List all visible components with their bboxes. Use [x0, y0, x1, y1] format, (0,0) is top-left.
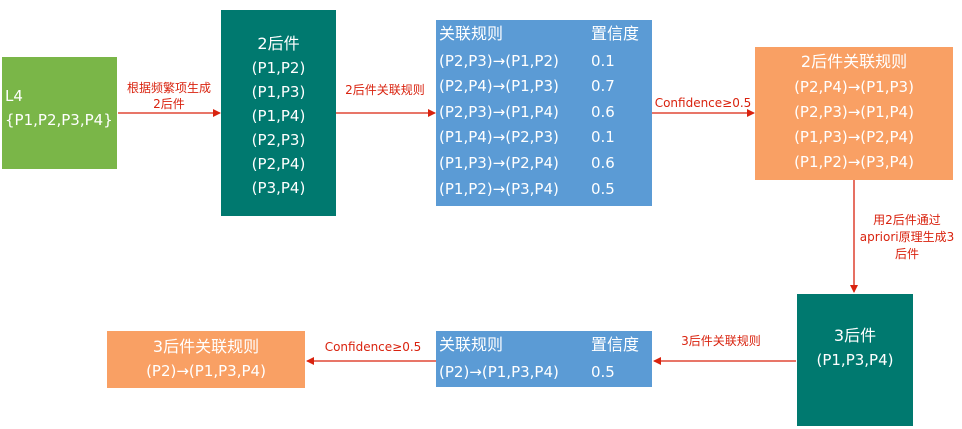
table-row: (P2)→(P1,P3,P4) 0.5 — [436, 360, 652, 384]
table-row: (P1,P3)→(P2,P4) 0.6 — [436, 151, 652, 175]
label-3-consequent-rules: 3后件关联规则 — [681, 334, 761, 348]
rule-cell: (P2,P4)→(P1,P3) — [439, 77, 559, 95]
itemset: (P1,P2) — [251, 59, 306, 77]
rules-3-title: 3后件关联规则 — [152, 337, 260, 356]
confidence-cell: 0.5 — [591, 180, 615, 198]
table-header: 关联规则 置信度 — [436, 333, 652, 357]
rule-cell: (P1,P4)→(P2,P3) — [439, 128, 559, 146]
rule-cell: (P1,P3)→(P2,P4) — [439, 154, 559, 172]
three-consequents-box: 3后件 (P1,P3,P4) — [797, 294, 913, 426]
two-consequents-title: 2后件 — [257, 34, 300, 53]
itemset: (P1,P3,P4) — [816, 351, 894, 369]
rule-item: (P1,P2)→(P3,P4) — [794, 153, 914, 171]
itemset: (P2,P4) — [251, 155, 306, 173]
itemset: (P2,P3) — [251, 131, 306, 149]
confidence-cell: 0.6 — [591, 103, 615, 121]
table-row: (P1,P4)→(P2,P3) 0.1 — [436, 125, 652, 149]
rule-item: (P2,P3)→(P1,P4) — [794, 103, 914, 121]
rules-3-box: 3后件关联规则 (P2)→(P1,P3,P4) — [107, 331, 305, 388]
label-2-consequent-rules: 2后件关联规则 — [345, 83, 425, 97]
rule-cell: (P2,P3)→(P1,P4) — [439, 103, 559, 121]
header-confidence: 置信度 — [591, 24, 640, 43]
table-row: (P2,P4)→(P1,P3) 0.7 — [436, 74, 652, 98]
rule-item: (P1,P3)→(P2,P4) — [794, 128, 914, 146]
header-rule: 关联规则 — [439, 24, 504, 43]
confidence-cell: 0.1 — [591, 52, 615, 70]
table-row: (P2,P3)→(P1,P2) 0.1 — [436, 49, 652, 73]
l4-box: L4 {P1,P2,P3,P4} — [2, 57, 117, 169]
confidence-cell: 0.5 — [591, 363, 615, 381]
label-apriori-generate: 用2后件通过 apriori原理生成3 后件 — [859, 213, 955, 261]
confidence-cell: 0.6 — [591, 154, 615, 172]
two-consequents-box: 2后件 (P1,P2) (P1,P3) (P1,P4) (P2,P3) (P2,… — [221, 10, 336, 216]
label-confidence-filter-1: Confidence≥0.5 — [654, 96, 752, 110]
itemset: (P1,P4) — [251, 107, 306, 125]
rule-item: (P2)→(P1,P3,P4) — [146, 362, 266, 380]
three-consequents-title: 3后件 — [833, 326, 877, 345]
rules-2-box: 2后件关联规则 (P2,P4)→(P1,P3) (P2,P3)→(P1,P4) … — [755, 47, 953, 180]
itemset: (P1,P3) — [251, 83, 306, 101]
confidence-cell: 0.7 — [591, 77, 615, 95]
rule-table-2: 关联规则 置信度 (P2,P3)→(P1,P2) 0.1 (P2,P4)→(P1… — [436, 20, 652, 206]
rule-item: (P2,P4)→(P1,P3) — [794, 78, 914, 96]
l4-set: {P1,P2,P3,P4} — [5, 111, 113, 129]
header-rule: 关联规则 — [439, 335, 504, 354]
table-header: 关联规则 置信度 — [436, 22, 652, 46]
rule-cell: (P1,P2)→(P3,P4) — [439, 180, 559, 198]
table-row: (P1,P2)→(P3,P4) 0.5 — [436, 177, 652, 201]
itemset: (P3,P4) — [251, 179, 306, 197]
rules-2-title: 2后件关联规则 — [800, 52, 908, 71]
rule-cell: (P2)→(P1,P3,P4) — [439, 363, 559, 381]
label-confidence-filter-2: Confidence≥0.5 — [324, 340, 422, 354]
confidence-cell: 0.1 — [591, 128, 615, 146]
header-confidence: 置信度 — [591, 335, 640, 354]
rule-cell: (P2,P3)→(P1,P2) — [439, 52, 559, 70]
table-row: (P2,P3)→(P1,P4) 0.6 — [436, 100, 652, 124]
l4-title: L4 — [5, 87, 23, 105]
label-generate-2-consequents: 根据频繁项生成 2后件 — [126, 81, 211, 111]
rule-table-3: 关联规则 置信度 (P2)→(P1,P3,P4) 0.5 — [436, 331, 652, 387]
